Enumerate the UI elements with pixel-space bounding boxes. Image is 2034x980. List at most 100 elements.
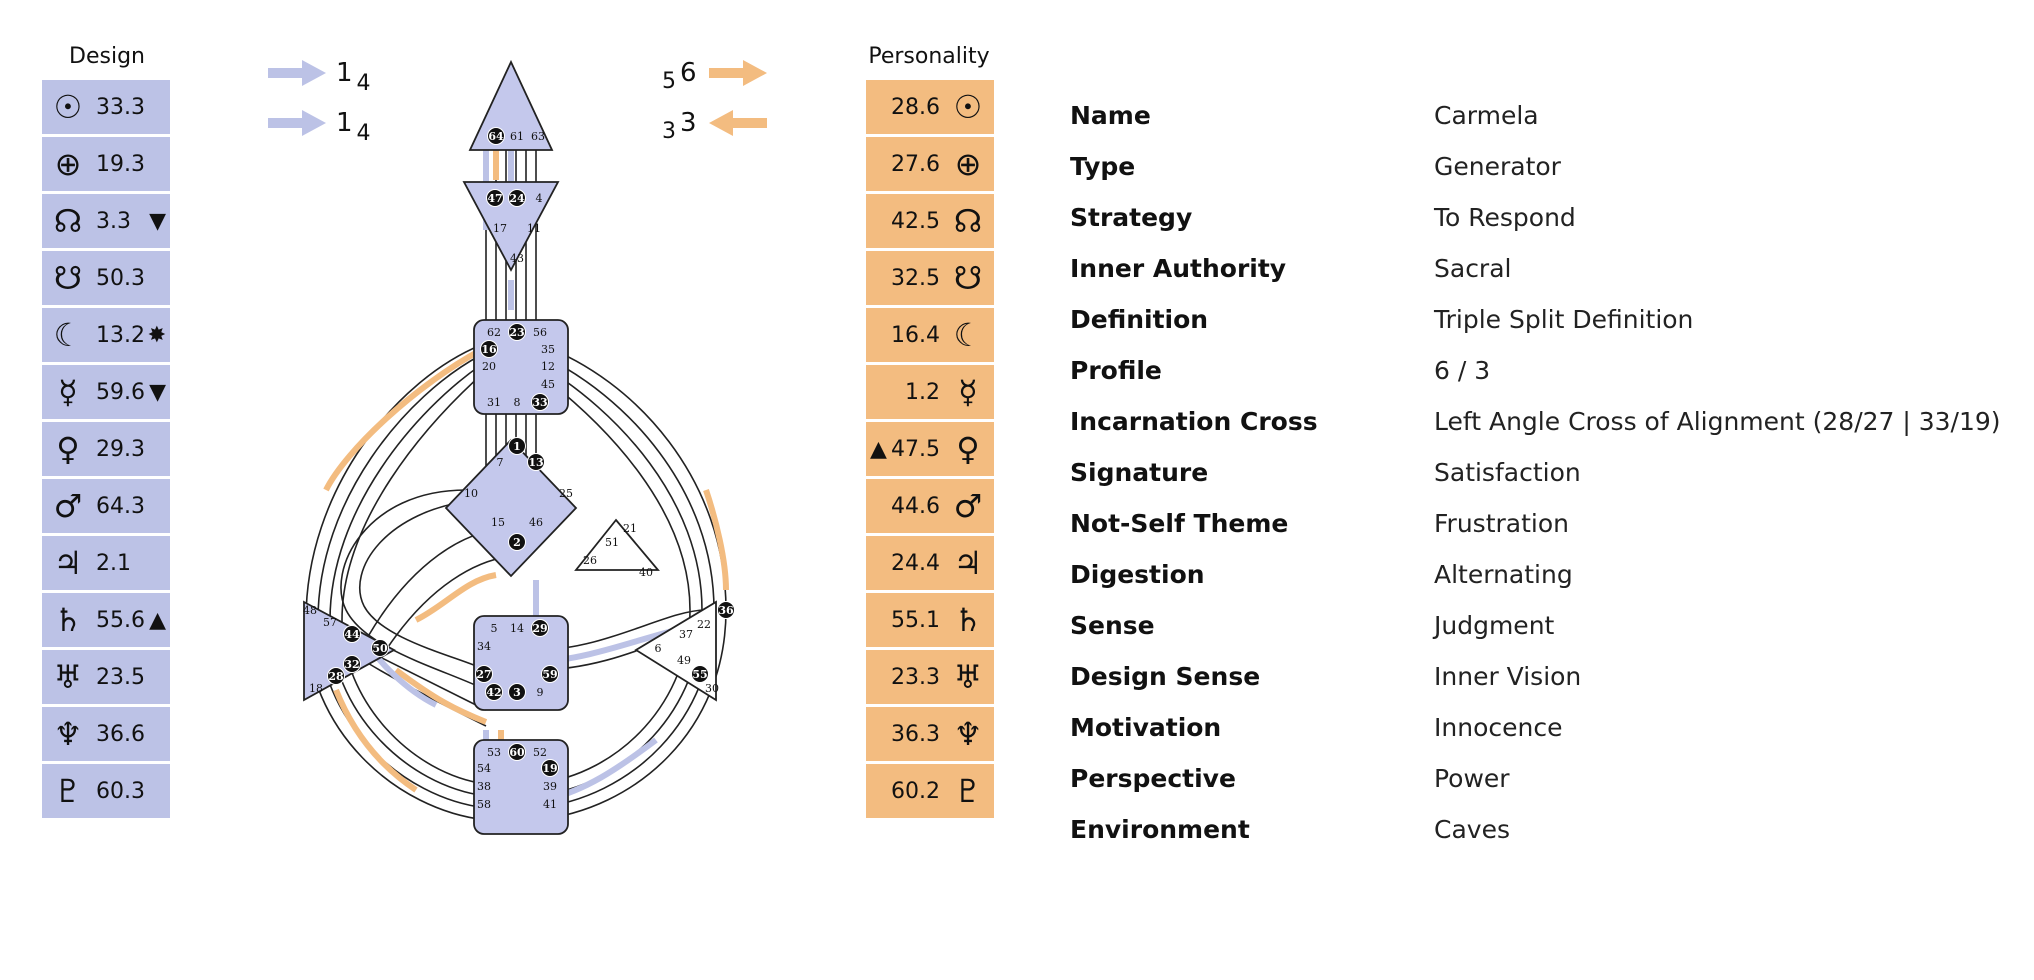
gate-label: 3 <box>513 686 521 699</box>
gate-label: 29 <box>532 622 547 635</box>
gate-label: 1 <box>513 440 521 453</box>
property-key: Strategy <box>1070 203 1193 232</box>
design-planet-row: ♀29.3 <box>42 422 170 476</box>
gate-label: 11 <box>527 222 541 235</box>
property-value: Triple Split Definition <box>1434 305 1694 334</box>
mercury-icon: ☿ <box>58 373 78 411</box>
personality-planet-row: 60.2♇ <box>866 764 994 818</box>
gate-label: 33 <box>532 396 547 409</box>
gate-label: 22 <box>697 618 711 631</box>
uranus-icon: ♅ <box>53 658 83 696</box>
property-value: Inner Vision <box>1434 662 1582 691</box>
active-gate-marker <box>485 683 503 701</box>
personality-arrow-bottom: 3 3 <box>662 108 769 144</box>
gate-label: 38 <box>477 780 491 793</box>
design-arrow-bottom: 1 4 <box>266 108 371 146</box>
property-row: Strategy To Respond <box>1070 192 2001 243</box>
property-value: Power <box>1434 764 1510 793</box>
personality-planet-value: 23.3 <box>891 664 940 690</box>
active-gate-marker <box>480 340 498 358</box>
property-value: To Respond <box>1434 203 1576 232</box>
gate-label: 31 <box>487 396 501 409</box>
gate-label: 61 <box>510 130 524 143</box>
property-row: Design Sense Inner Vision <box>1070 651 2001 702</box>
gate-label: 32 <box>344 658 359 671</box>
design-planet-mark: ▼ <box>149 379 166 405</box>
design-planet-value: 23.5 <box>96 664 145 690</box>
moon-icon: ☾ <box>953 316 983 354</box>
design-planet-row: ♆36.6 <box>42 707 170 761</box>
personality-planet-row: 55.1♄ <box>866 593 994 647</box>
gate-label: 14 <box>510 622 524 635</box>
gate-label: 35 <box>541 343 555 356</box>
active-gate-marker <box>541 759 559 777</box>
solar-plexus-center <box>634 600 717 702</box>
gate-label: 10 <box>464 487 478 500</box>
gate-label: 55 <box>692 668 707 681</box>
gate-label: 47 <box>487 192 502 205</box>
gate-label: 13 <box>528 456 543 469</box>
active-gate-marker <box>527 453 545 471</box>
gate-label: 37 <box>679 628 693 641</box>
property-value: Carmela <box>1434 101 1539 130</box>
personality-planet-value: 55.1 <box>891 607 940 633</box>
active-gate-marker <box>371 639 389 657</box>
design-planet-value: 33.3 <box>96 94 145 120</box>
neptune-icon: ♆ <box>953 715 983 753</box>
personality-planet-value: 60.2 <box>891 778 940 804</box>
property-value: 6 / 3 <box>1434 356 1491 385</box>
moon-icon: ☾ <box>53 316 83 354</box>
ajna-center <box>462 181 560 272</box>
design-planet-row: ♇60.3 <box>42 764 170 818</box>
property-key: Definition <box>1070 305 1209 334</box>
gate-label: 58 <box>477 798 491 811</box>
jupiter-icon: ♃ <box>53 544 83 582</box>
mars-icon: ♂ <box>53 487 83 525</box>
gate-label: 18 <box>309 682 323 695</box>
earth-icon: ⊕ <box>54 145 82 183</box>
gate-label: 41 <box>543 798 557 811</box>
personality-top-arrow-subnumber: 5 <box>662 68 676 94</box>
design-planet-value: 36.6 <box>96 721 145 747</box>
property-key: Signature <box>1070 458 1209 487</box>
property-key: Motivation <box>1070 713 1222 742</box>
gate-label: 52 <box>533 746 547 759</box>
gate-label: 28 <box>328 670 344 683</box>
active-gate-marker <box>487 127 505 145</box>
design-planet-value: 55.6 <box>96 607 145 633</box>
personality-planet-value: 16.4 <box>891 322 940 348</box>
design-planet-value: 59.6 <box>96 379 145 405</box>
design-bottom-arrow-number: 1 <box>336 108 353 138</box>
design-planet-column: ☉33.3⊕19.3☊3.3▼☋50.3☾13.2✸☿59.6▼♀29.3♂64… <box>42 80 170 821</box>
property-key: Not-Self Theme <box>1070 509 1289 538</box>
mercury-icon: ☿ <box>958 373 978 411</box>
sun-icon: ☉ <box>953 88 983 126</box>
mars-icon: ♂ <box>953 487 983 525</box>
personality-planet-column: 28.6☉27.6⊕42.5☊32.5☋16.4☾1.2☿▲47.5♀44.6♂… <box>866 80 994 821</box>
gate-label: 45 <box>541 378 555 391</box>
design-planet-value: 50.3 <box>96 265 145 291</box>
personality-planet-value: 47.5 <box>891 436 940 462</box>
g-center <box>444 438 578 578</box>
active-gate-marker <box>508 743 526 761</box>
gate-label: 26 <box>583 554 597 567</box>
personality-planet-value: 24.4 <box>891 550 940 576</box>
personality-planet-value: 28.6 <box>891 94 940 120</box>
property-key: Name <box>1070 101 1151 130</box>
gate-label: 57 <box>323 616 337 629</box>
gate-label: 4 <box>536 192 543 205</box>
gate-label: 27 <box>476 668 491 681</box>
property-key: Design Sense <box>1070 662 1261 691</box>
property-value: Left Angle Cross of Alignment (28/27 | 3… <box>1434 407 2001 436</box>
gate-label: 56 <box>533 326 547 339</box>
design-planet-row: ☉33.3 <box>42 80 170 134</box>
design-planet-row: ☊3.3▼ <box>42 194 170 248</box>
design-planet-row: ☋50.3 <box>42 251 170 305</box>
